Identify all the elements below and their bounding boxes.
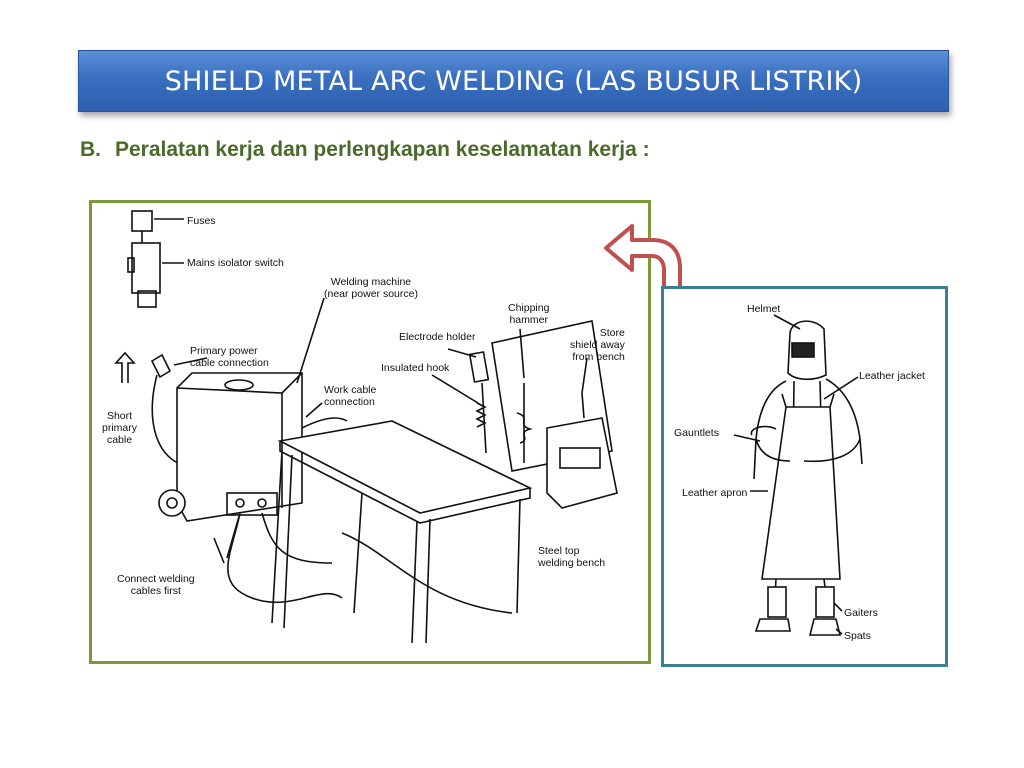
slide-title: SHIELD METAL ARC WELDING (LAS BUSUR LIST… (164, 65, 863, 97)
subtitle-marker: B. (80, 138, 101, 161)
label-welding-machine: Welding machine (near power source) (324, 276, 418, 300)
label-gauntlets: Gauntlets (674, 427, 719, 439)
label-leather-jacket: Leather jacket (859, 370, 925, 382)
label-store-shield: Store shield away from bench (570, 327, 625, 363)
welder-illustration (733, 314, 863, 636)
workshop-illustration (114, 210, 618, 644)
label-gaiters: Gaiters (844, 607, 878, 619)
subtitle-text: Peralatan kerja dan perlengkapan keselam… (115, 138, 650, 161)
label-helmet: Helmet (747, 303, 781, 315)
slide-subtitle: B. Peralatan kerja dan perlengkapan kese… (80, 138, 650, 162)
label-steel-top: Steel top welding bench (538, 545, 606, 569)
title-bar: SHIELD METAL ARC WELDING (LAS BUSUR LIST… (78, 50, 949, 112)
label-chipping-hammer: Chipping hammer (508, 302, 550, 326)
label-spats: Spats (844, 630, 871, 642)
label-connect-cables: Connect welding cables first (117, 573, 195, 597)
label-electrode-holder: Electrode holder (399, 331, 476, 343)
label-fuses: Fuses (187, 215, 216, 227)
label-work-cable: Work cable connection (324, 384, 377, 408)
label-leather-apron: Leather apron (682, 487, 748, 499)
ppe-figure: Helmet Leather jacket Gauntlets Leather … (661, 286, 948, 667)
label-insulated-hook: Insulated hook (381, 362, 450, 374)
curved-arrow-icon (604, 224, 682, 326)
label-short-primary: Short primary cable (102, 410, 138, 446)
workshop-figure: Fuses Mains isolator switch Welding mach… (89, 200, 651, 664)
label-primary-power: Primary power cable connection (190, 345, 269, 369)
label-mains-isolator: Mains isolator switch (187, 257, 284, 269)
